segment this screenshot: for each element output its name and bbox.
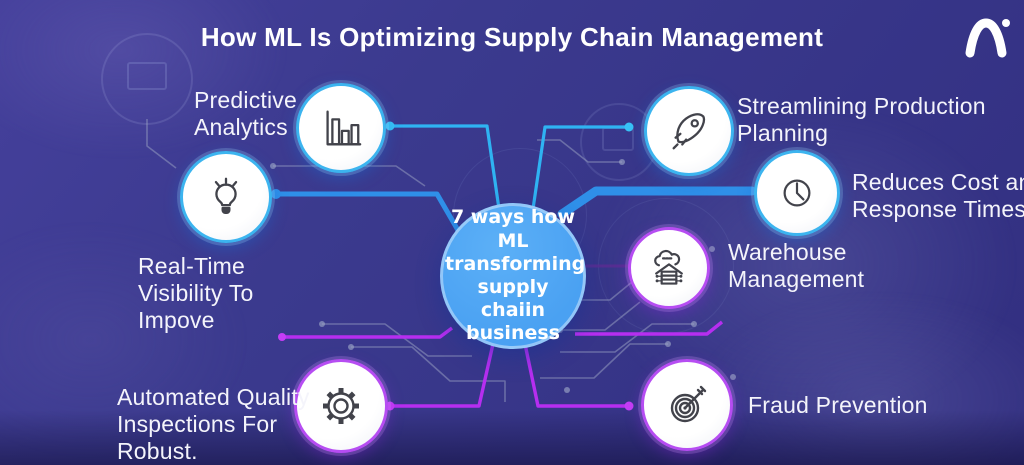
node-automated-quality xyxy=(294,359,388,453)
node-streamlining-production xyxy=(644,86,734,176)
label-real-time-visibility: Real-Time Visibility To Impove xyxy=(138,253,254,334)
center-hub-label: 7 ways how ML transforming supply chaiin… xyxy=(445,206,586,345)
label-automated-quality: Automated Quality Inspections For Robust… xyxy=(117,384,310,465)
label-warehouse-management: Warehouse Management xyxy=(728,239,865,293)
node-reduces-cost xyxy=(754,150,840,236)
label-streamlining-production: Streamlining Production Planning xyxy=(737,93,986,147)
gear-icon xyxy=(317,382,365,430)
lightbulb-icon xyxy=(203,174,249,220)
node-predictive-analytics xyxy=(296,83,386,173)
appinventiv-logo-icon xyxy=(965,18,1010,58)
target-icon xyxy=(663,381,711,429)
node-warehouse-management xyxy=(628,227,710,309)
label-predictive-analytics: Predictive Analytics xyxy=(194,87,297,141)
page-title: How ML Is Optimizing Supply Chain Manage… xyxy=(200,22,824,52)
clock-icon xyxy=(775,171,819,215)
label-reduces-cost: Reduces Cost and Response Times xyxy=(852,169,1024,223)
node-real-time-visibility xyxy=(180,151,272,243)
rocket-icon xyxy=(666,108,712,154)
bar-chart-icon xyxy=(318,105,364,151)
center-hub: 7 ways how ML transforming supply chaiin… xyxy=(440,203,586,349)
node-fraud-prevention xyxy=(641,359,733,451)
warehouse-icon xyxy=(647,246,691,290)
label-fraud-prevention: Fraud Prevention xyxy=(748,392,928,418)
